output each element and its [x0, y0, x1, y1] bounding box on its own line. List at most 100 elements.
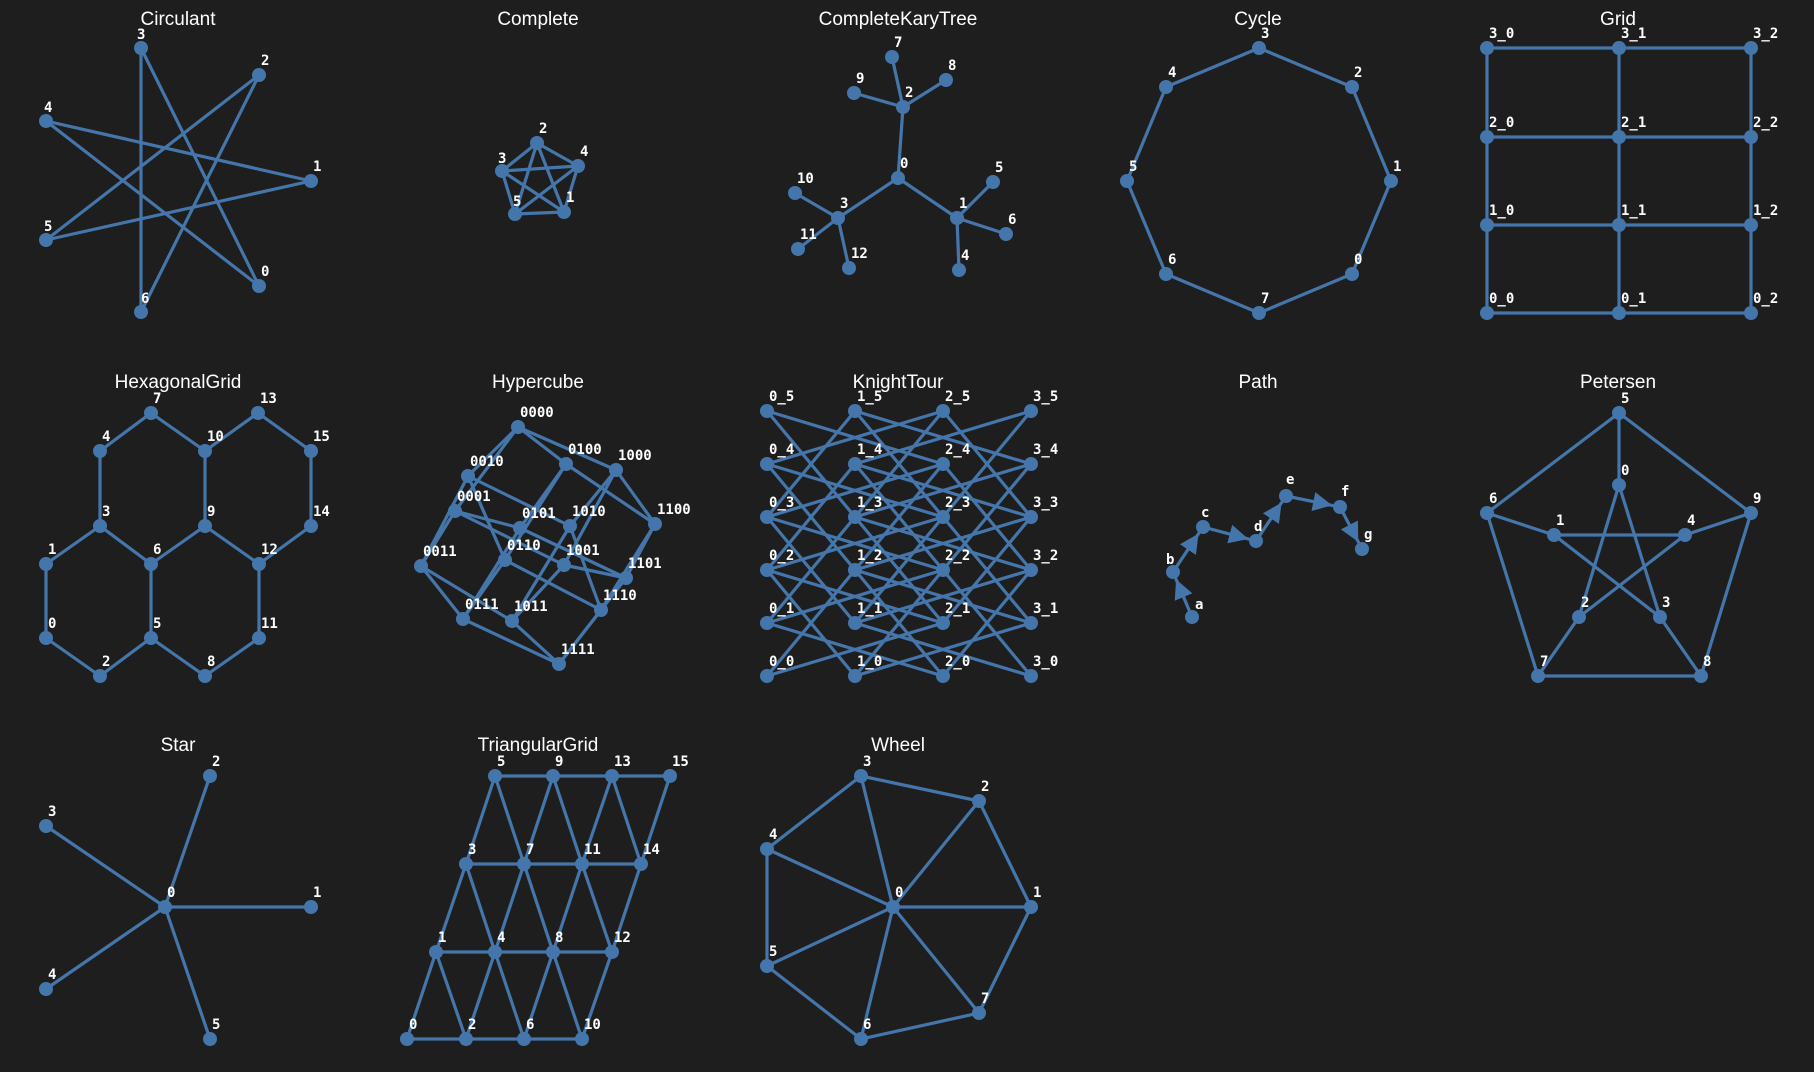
node-12: [605, 945, 619, 959]
edge-6-4: [493, 950, 526, 1041]
node-11: [575, 857, 589, 871]
panel-title: CompleteKaryTree: [819, 9, 978, 30]
node-4: [39, 982, 53, 996]
node-2_2: [936, 563, 950, 577]
edges: [44, 46, 313, 314]
node-label-0_0: 0_0: [1489, 291, 1514, 307]
edge-0-3: [859, 774, 895, 909]
edge-0-1: [405, 950, 438, 1041]
node-0100: [559, 457, 573, 471]
node-7: [885, 50, 899, 64]
edge-3_3-2_5: [941, 409, 1033, 519]
edge-2-9: [852, 91, 905, 109]
node-label-0: 0: [900, 156, 908, 172]
panel-title: Circulant: [141, 9, 217, 30]
node-2_5: [936, 404, 950, 418]
edge-5-8: [149, 636, 207, 678]
node-5: [1612, 406, 1626, 420]
node-0_0: [760, 669, 774, 683]
edge-2-7: [890, 55, 905, 109]
node-label-0000: 0000: [520, 405, 554, 421]
node-2: [1572, 610, 1586, 624]
edge-1-5: [44, 179, 313, 242]
edge-3-5: [464, 774, 497, 866]
edge-13-15: [256, 411, 313, 453]
node-label-1: 1: [313, 885, 321, 901]
edge-e-f: [1284, 492, 1334, 511]
edge-0-1: [1350, 179, 1393, 276]
node-label-1_0: 1_0: [857, 654, 882, 670]
edge-6-8: [522, 950, 555, 1041]
node-label-e: e: [1286, 472, 1294, 488]
edge-14-13: [610, 774, 643, 866]
node-label-5: 5: [995, 160, 1003, 176]
node-13: [251, 406, 265, 420]
node-label-3: 3: [498, 151, 506, 167]
node-label-6: 6: [1168, 252, 1176, 268]
node-0_3: [760, 510, 774, 524]
edge-2-4: [1577, 533, 1687, 619]
node-label-8: 8: [1703, 654, 1711, 670]
edge-1-6: [955, 216, 1008, 236]
panel-title: Complete: [497, 9, 578, 30]
node-label-3_1: 3_1: [1621, 26, 1646, 42]
panel-title: TriangularGrid: [478, 735, 599, 756]
edge-3_2-2_4: [941, 462, 1033, 572]
node-7: [1252, 306, 1266, 320]
edges: [793, 55, 1008, 272]
node-label-8: 8: [948, 58, 956, 74]
node-label-6: 6: [1008, 212, 1016, 228]
edge-0-4: [44, 119, 261, 288]
node-0111: [456, 612, 470, 626]
node-0: [158, 900, 172, 914]
edge-0011-1011: [419, 564, 514, 623]
node-2: [459, 1032, 473, 1046]
node-3: [39, 819, 53, 833]
node-label-1_1: 1_1: [1621, 203, 1646, 219]
node-1: [39, 557, 53, 571]
node-label-5: 5: [1621, 391, 1629, 407]
node-0000: [511, 420, 525, 434]
edge-1-3: [44, 524, 102, 566]
node-7: [517, 857, 531, 871]
node-label-1101: 1101: [628, 556, 662, 572]
edge-1010-1110: [568, 524, 603, 612]
node-label-1_2: 1_2: [1753, 203, 1778, 219]
node-label-8: 8: [555, 930, 563, 946]
node-5: [488, 769, 502, 783]
node-label-11: 11: [800, 227, 817, 243]
edge-1-4: [955, 216, 961, 272]
node-label-10: 10: [797, 171, 814, 187]
node-11: [791, 242, 805, 256]
node-label-2: 2: [261, 53, 269, 69]
node-f: [1333, 500, 1347, 514]
node-4: [488, 945, 502, 959]
node-label-3: 3: [863, 754, 871, 770]
node-11: [252, 631, 266, 645]
panel-title: Hypercube: [492, 372, 584, 393]
node-label-0_1: 0_1: [769, 601, 794, 617]
node-label-2_2: 2_2: [945, 548, 970, 564]
node-label-b: b: [1166, 552, 1174, 568]
edge-0-2: [1577, 483, 1621, 619]
node-7: [1531, 669, 1545, 683]
node-0101: [513, 521, 527, 535]
node-label-14: 14: [643, 842, 660, 858]
node-label-6: 6: [863, 1017, 871, 1033]
node-1_2: [848, 563, 862, 577]
node-label-1_1: 1_1: [857, 601, 882, 617]
edge-2-3: [1257, 46, 1354, 89]
edge-0010-0011: [419, 474, 470, 568]
node-label-0_3: 0_3: [769, 495, 794, 511]
edge-12-9: [203, 524, 261, 566]
node-1110: [594, 603, 608, 617]
edge-5-6: [1125, 179, 1168, 276]
node-label-15: 15: [672, 754, 689, 770]
node-2: [896, 100, 910, 114]
node-4: [760, 842, 774, 856]
node-9: [546, 769, 560, 783]
